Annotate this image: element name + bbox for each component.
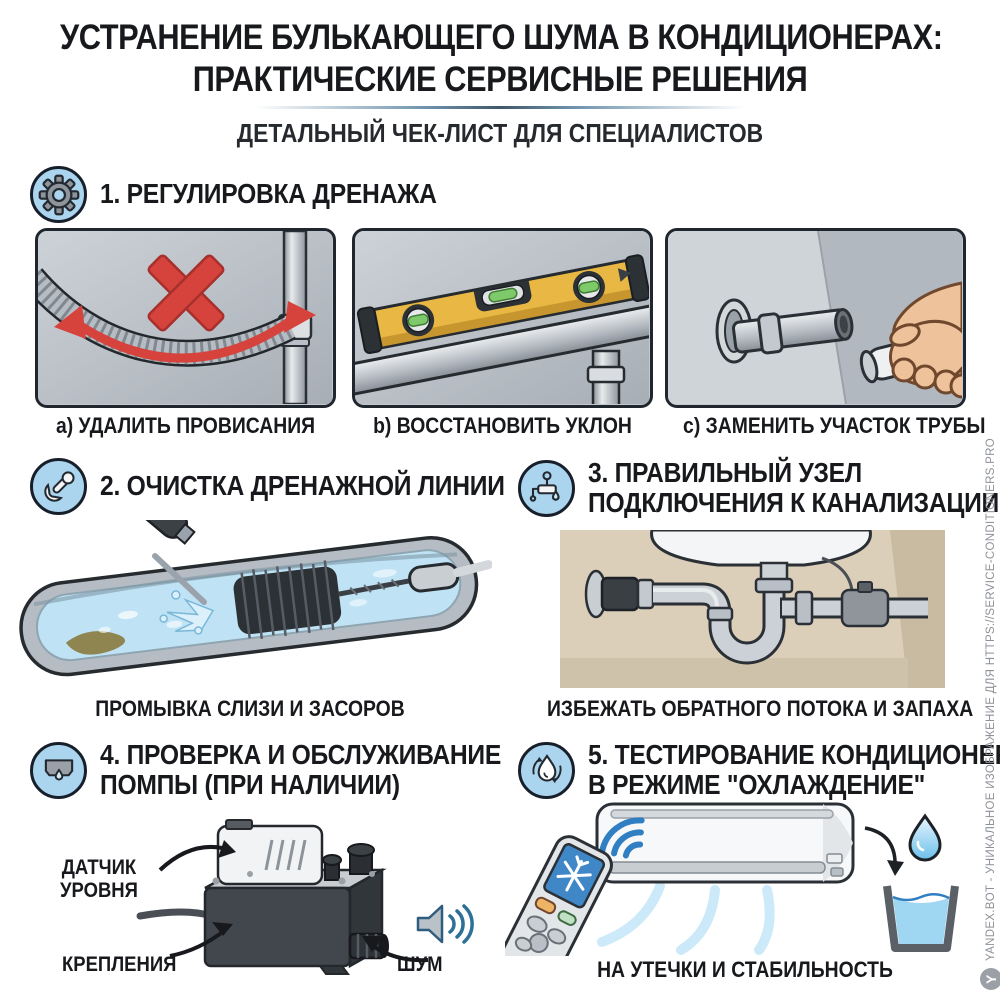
- pump-label-mounts: КРЕПЛЕНИЯ: [62, 953, 177, 976]
- panel-b-caption: b) ВОССТАНОВИТЬ УКЛОН: [373, 413, 632, 438]
- section4-header: 4. ПРОВЕРКА И ОБСЛУЖИВАНИЕ ПОМПЫ (ПРИ НА…: [30, 739, 556, 801]
- section5-illustration-ac-cooling-test: [505, 798, 970, 956]
- section1-title: 1. РЕГУЛИРОВКА ДРЕНАЖА: [100, 178, 437, 210]
- section4-illustration-condensate-pump: [20, 808, 490, 993]
- panel-c-caption: c) ЗАМЕНИТЬ УЧАСТОК ТРУБЫ: [683, 413, 986, 438]
- section3-caption: ИЗБЕЖАТЬ ОБРАТНОГО ПОТОКА И ЗАПАХА: [547, 696, 974, 721]
- section3-title-line1: 3. ПРАВИЛЬНЫЙ УЗЕЛ: [588, 457, 862, 488]
- page-title-line1: УСТРАНЕНИЕ БУЛЬКАЮЩЕГО ШУМА В КОНДИЦИОНЕ…: [60, 18, 943, 57]
- panel-a-illustration-sagging-hose: [35, 228, 336, 408]
- section2-caption: ПРОМЫВКА СЛИЗИ И ЗАСОРОВ: [95, 696, 405, 721]
- panel-a-caption: a) УДАЛИТЬ ПРОВИСАНИЯ: [55, 413, 316, 438]
- section3-header: 3. ПРАВИЛЬНЫЙ УЗЕЛ ПОДКЛЮЧЕНИЯ К КАНАЛИЗ…: [518, 457, 1000, 519]
- yandex-bot-icon: Y: [980, 968, 1000, 990]
- section4-title-line2: ПОМПЫ (ПРИ НАЛИЧИИ): [100, 769, 400, 801]
- section5-title-line1: 5. ТЕСТИРОВАНИЕ КОНДИЦИОНЕРА: [588, 739, 1000, 770]
- section5-caption: НА УТЕЧКИ И СТАБИЛЬНОСТЬ: [597, 957, 893, 982]
- watermark: Y YANDEX.BOT - УНИКАЛЬНОЕ ИЗОБРАЖЕНИЕ ДЛ…: [980, 438, 1000, 990]
- page-subtitle: ДЕТАЛЬНЫЙ ЧЕК-ЛИСТ ДЛЯ СПЕЦИАЛИСТОВ: [236, 118, 764, 148]
- watermark-text: YANDEX.BOT - УНИКАЛЬНОЕ ИЗОБРАЖЕНИЕ ДЛЯ …: [985, 438, 997, 961]
- section2-title: 2. ОЧИСТКА ДРЕНАЖНОЙ ЛИНИИ: [100, 470, 505, 502]
- panel-b-illustration-spirit-level: [352, 228, 653, 408]
- section1-header: 1. РЕГУЛИРОВКА ДРЕНАЖА: [30, 166, 483, 223]
- condensate-cycle-icon: [518, 741, 575, 799]
- page-title-line2: ПРАКТИЧЕСКИЕ СЕРВИСНЫЕ РЕШЕНИЯ: [192, 60, 808, 99]
- section5-title-line2: В РЕЖИМЕ "ОХЛАЖДЕНИЕ": [588, 769, 926, 801]
- title-divider: [255, 106, 745, 109]
- wrench-icon: [30, 458, 87, 515]
- section2-header: 2. ОЧИСТКА ДРЕНАЖНОЙ ЛИНИИ: [30, 458, 560, 515]
- gear-icon: [30, 166, 87, 223]
- section4-title-line1: 4. ПРОВЕРКА И ОБСЛУЖИВАНИЕ: [100, 739, 502, 770]
- section5-header: 5. ТЕСТИРОВАНИЕ КОНДИЦИОНЕРА В РЕЖИМЕ "О…: [518, 739, 1000, 801]
- panel-c-illustration-pipe-replacement: [665, 228, 966, 408]
- drain-pan-drop-icon: [30, 741, 87, 799]
- pump-label-noise: ШУМ: [397, 953, 443, 976]
- drain-faucet-icon: [518, 459, 575, 517]
- section3-title-line2: ПОДКЛЮЧЕНИЯ К КАНАЛИЗАЦИИ: [588, 487, 999, 519]
- section2-illustration-pipe-brush-cleaning: [8, 520, 492, 692]
- section3-illustration-siphon-trap: [560, 530, 945, 688]
- pump-label-level-sensor: ДАТЧИК УРОВНЯ: [60, 856, 138, 903]
